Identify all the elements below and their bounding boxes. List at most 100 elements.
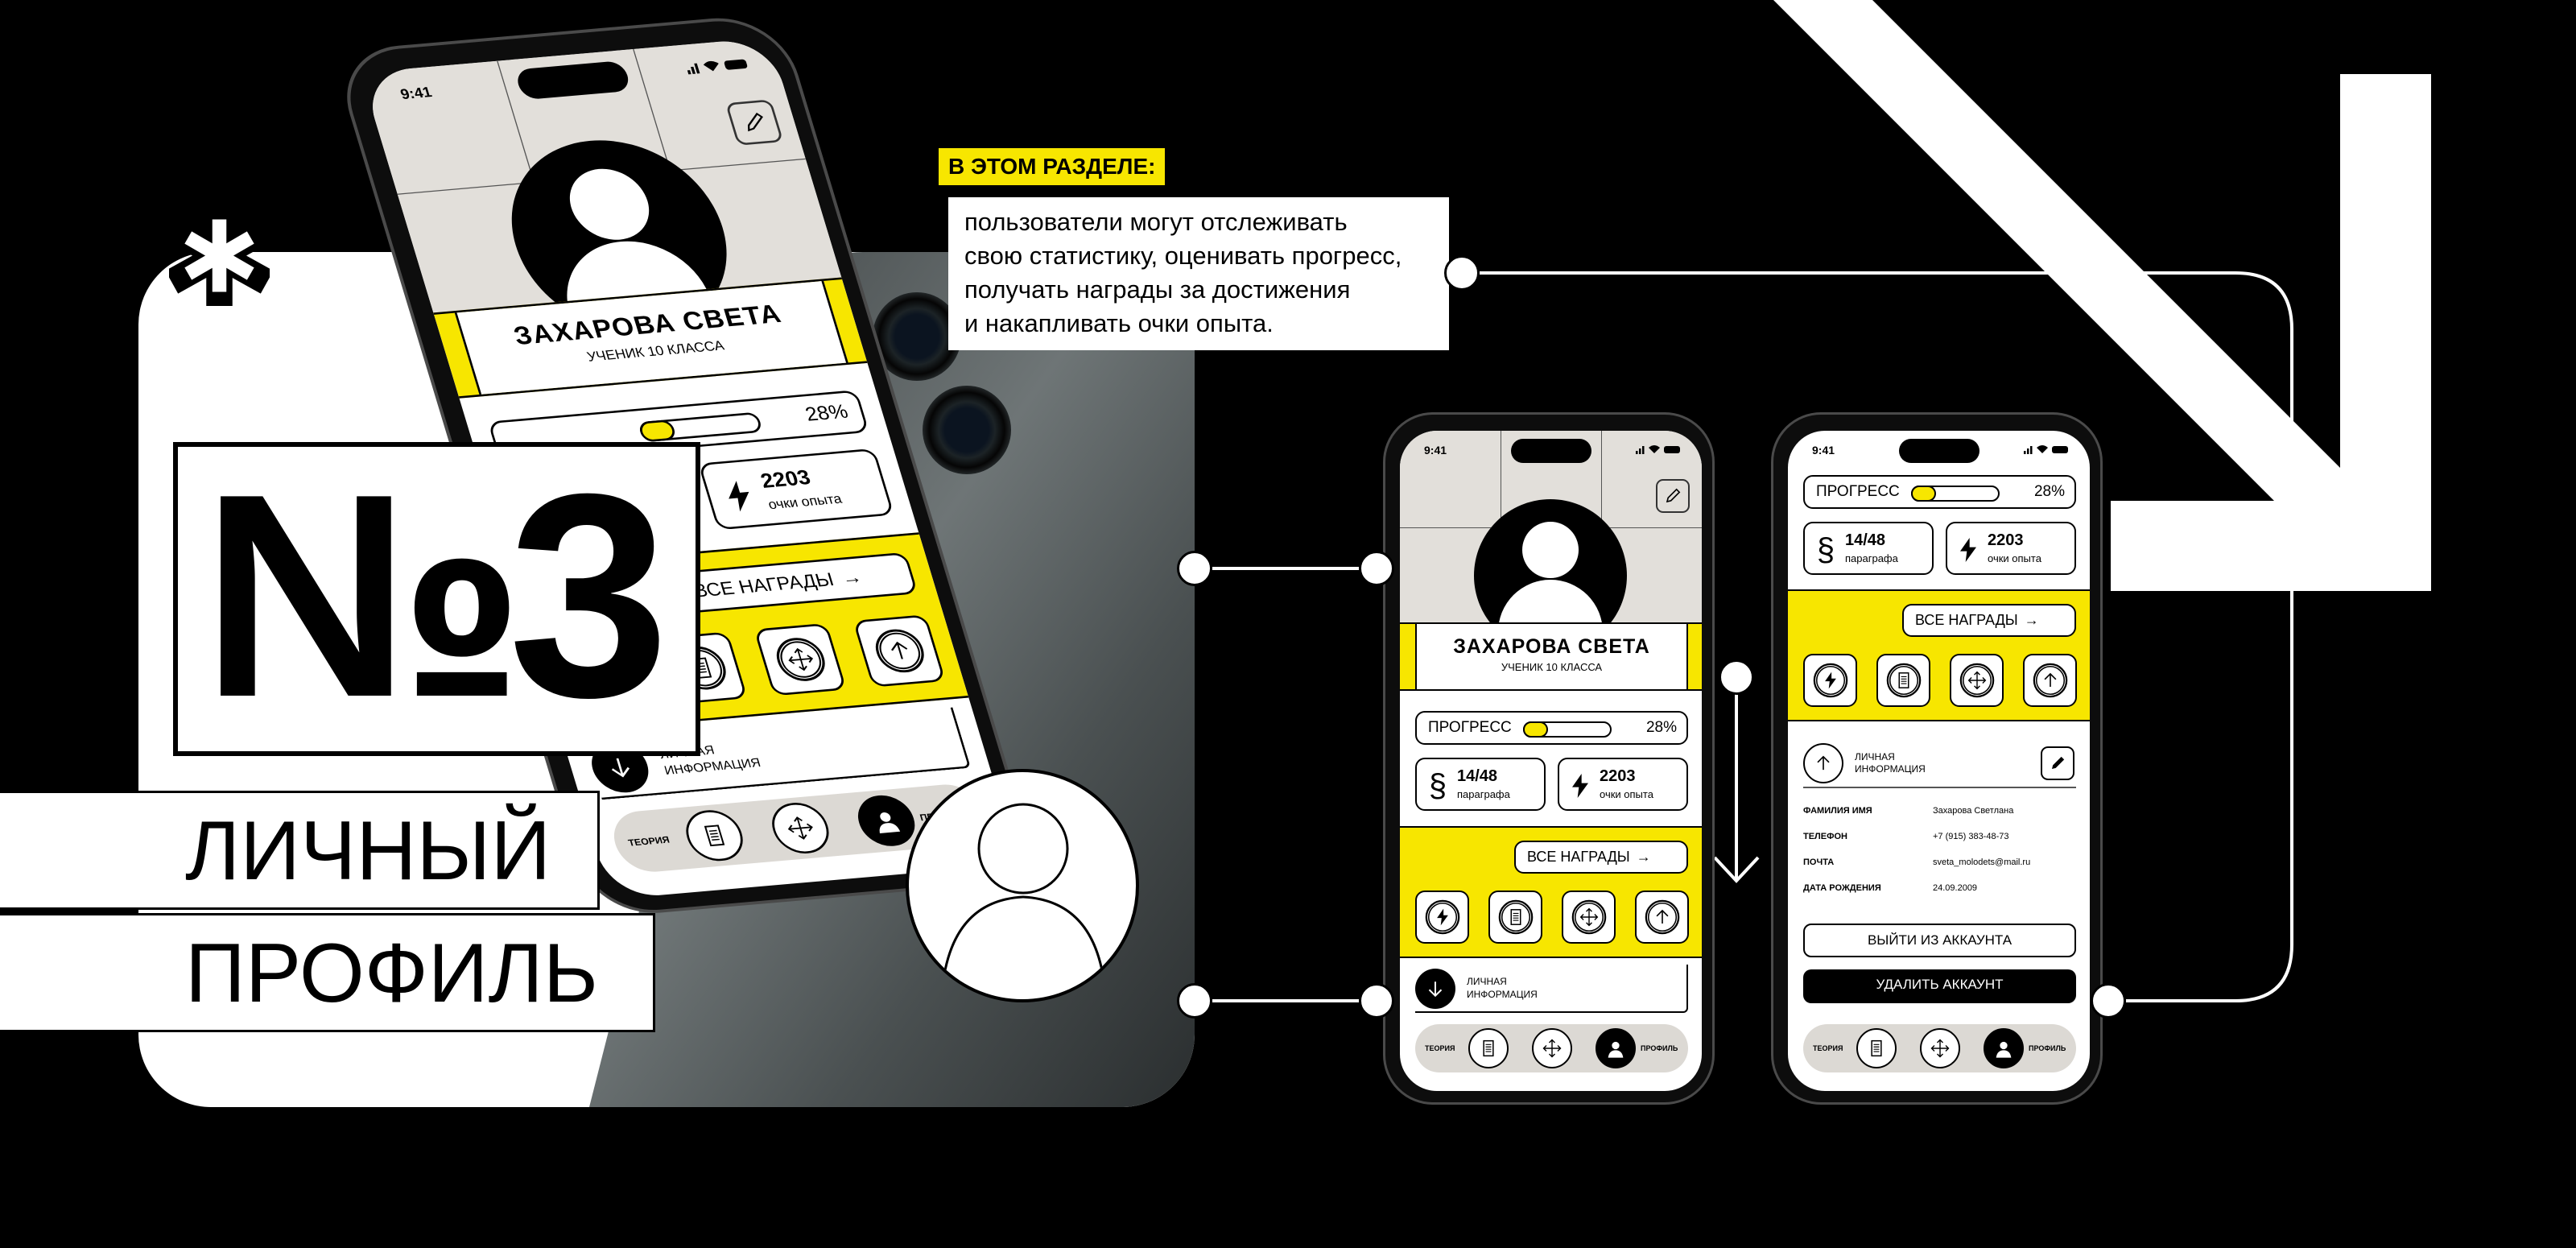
arrow-down-icon: [584, 739, 655, 795]
nav-practice-button[interactable]: [1920, 1028, 1960, 1068]
personal-info-header: ЛИЧНАЯ ИНФОРМАЦИЯ: [1803, 740, 2076, 788]
award-badge[interactable]: [1635, 891, 1689, 944]
award-badge[interactable]: [1562, 891, 1616, 944]
xp-stat: 2203 очки опыта: [1558, 758, 1688, 811]
arrow-down-svg: [611, 758, 630, 778]
xp-stat: 2203 очки опыта: [697, 448, 895, 531]
nav-profile-button[interactable]: [1984, 1028, 2024, 1068]
nav-profile-button[interactable]: [851, 793, 922, 849]
info-label-1: ЛИЧНАЯ: [1467, 976, 1507, 987]
field-value: sveta_molodets@mail.ru: [1933, 857, 2031, 867]
lightning-award-icon: [1425, 899, 1460, 935]
paragraphs-stat: § 14/48 параграфа: [1415, 758, 1546, 811]
dynamic-island: [1899, 439, 1979, 463]
award-badge[interactable]: [753, 622, 847, 696]
connector-dot: [1444, 255, 1480, 291]
nav-theory-button[interactable]: [679, 808, 749, 863]
all-awards-button[interactable]: ВСЕ НАГРАДЫ→: [1514, 841, 1688, 874]
bottom-nav: ТЕОРИЯ ПРОФИЛЬ: [606, 782, 994, 874]
all-awards-label: ВСЕ НАГРАДЫ: [1527, 849, 1630, 865]
nav-theory-button[interactable]: [1856, 1028, 1897, 1068]
phone-mockup-personal-info: 9:41 ПРОГРЕСС 28% § 14/48 параграфа 2203…: [1771, 412, 2103, 1105]
award-badge[interactable]: [1488, 891, 1542, 944]
nav-practice-button[interactable]: [766, 800, 836, 856]
nav-theory-button[interactable]: [1468, 1028, 1509, 1068]
xp-label: очки опыта: [766, 490, 844, 512]
award-badge[interactable]: [1803, 654, 1857, 707]
arrow-right-icon: →: [2024, 612, 2039, 628]
award-badge[interactable]: [1876, 654, 1930, 707]
nav-practice-button[interactable]: [1532, 1028, 1572, 1068]
connector-dot: [2091, 983, 2126, 1019]
field-label: ТЕЛЕФОН: [1803, 832, 1847, 841]
status-icons: [687, 59, 748, 75]
award-badge[interactable]: [2023, 654, 2077, 707]
profile-name-block: ЗАХАРОВА СВЕТА УЧЕНИК 10 КЛАССА: [1400, 622, 1702, 691]
progress-value: 28%: [803, 401, 851, 427]
paragraphs-value: 14/48: [1845, 531, 1886, 549]
field-label: ФАМИЛИЯ ИМЯ: [1803, 806, 1872, 816]
move-icon: [1542, 1039, 1562, 1058]
section-sign-icon: §: [1816, 532, 1835, 568]
all-awards-button[interactable]: ВСЕ НАГРАДЫ→: [1902, 604, 2076, 637]
personal-info-toggle[interactable]: ЛИЧНАЯ ИНФОРМАЦИЯ: [1415, 965, 1688, 1013]
edit-info-button[interactable]: [2041, 746, 2074, 780]
lightning-award-icon: [1813, 663, 1848, 698]
field-value: +7 (915) 383-48-73: [1933, 832, 2009, 841]
move-award-icon: [1959, 663, 1995, 698]
field-label: ПОЧТА: [1803, 857, 1835, 867]
lightning-icon: [1572, 774, 1588, 798]
progress-bar: [1523, 721, 1612, 738]
profile-cover: [361, 37, 842, 341]
field-value: Захарова Светлана: [1933, 806, 2014, 816]
profile-name: ЗАХАРОВА СВЕТА: [1453, 635, 1650, 658]
arrow-right-icon: →: [838, 566, 865, 589]
progress-label: ПРОГРЕСС: [1816, 483, 1900, 500]
lightning-icon: [1960, 538, 1976, 562]
all-awards-button[interactable]: ВСЕ НАГРАДЫ→: [671, 552, 919, 614]
logout-button[interactable]: ВЫЙТИ ИЗ АККАУНТА: [1803, 924, 2076, 957]
title-line1: ЛИЧНЫЙ: [185, 804, 551, 898]
nav-profile-button[interactable]: [1596, 1028, 1636, 1068]
person-icon: [940, 803, 1107, 999]
award-badge[interactable]: [1950, 654, 2004, 707]
awards-section: ВСЕ НАГРАДЫ→: [1400, 826, 1702, 958]
status-time: 9:41: [1424, 444, 1447, 457]
connector-dot: [1719, 659, 1754, 695]
arrow-up-icon[interactable]: [1803, 743, 1843, 783]
arrow-down-svg: [1428, 981, 1443, 998]
pencil-icon: [1666, 488, 1681, 503]
camera-lens-icon: [873, 292, 961, 381]
paragraphs-label: параграфа: [1845, 552, 1898, 564]
nav-theory[interactable]: ТЕОРИЯ: [626, 834, 671, 849]
avatar-circle: [906, 769, 1139, 1002]
all-awards-label: ВСЕ НАГРАДЫ: [691, 568, 836, 601]
award-badge[interactable]: [1415, 891, 1469, 944]
status-time: 9:41: [1812, 444, 1835, 457]
edit-button[interactable]: [1656, 479, 1690, 513]
arrow-up-award-icon: [875, 629, 924, 673]
info-label-2: ИНФОРМАЦИЯ: [1855, 763, 1926, 775]
xp-value: 2203: [1988, 531, 2024, 549]
award-badge[interactable]: [852, 614, 946, 688]
progress-fill: [1911, 486, 1936, 502]
progress-label: ПРОГРЕСС: [1428, 719, 1512, 736]
paragraphs-label: параграфа: [1457, 788, 1510, 800]
phone-mockup-profile: 9:41 ЗАХАРОВА СВЕТА УЧЕНИК 10 КЛАССА ПРО…: [1383, 412, 1715, 1105]
connector-line: [1480, 271, 2293, 1002]
nav-theory[interactable]: ТЕОРИЯ: [1425, 1044, 1455, 1052]
delete-account-button[interactable]: УДАЛИТЬ АККАУНТ: [1803, 969, 2076, 1003]
personal-info-toggle[interactable]: ЛИЧНАЯ ИНФОРМАЦИЯ: [584, 707, 972, 800]
connector-dot: [1359, 983, 1394, 1019]
nav-theory[interactable]: ТЕОРИЯ: [1813, 1044, 1843, 1052]
nav-profile[interactable]: ПРОФИЛЬ: [1641, 1044, 1678, 1052]
description-line: пользователи могут отслеживать: [964, 208, 1348, 236]
awards-section: ВСЕ НАГРАДЫ→: [1788, 589, 2090, 721]
asterisk-icon: [169, 205, 270, 306]
edit-button[interactable]: [724, 99, 784, 146]
nav-profile[interactable]: ПРОФИЛЬ: [2029, 1044, 2066, 1052]
field-value: 24.09.2009: [1933, 883, 1978, 893]
title-line1-box: [0, 791, 600, 910]
info-label-1: ЛИЧНАЯ: [1855, 751, 1895, 762]
section-description: пользователи могут отслеживать свою стат…: [948, 197, 1449, 350]
